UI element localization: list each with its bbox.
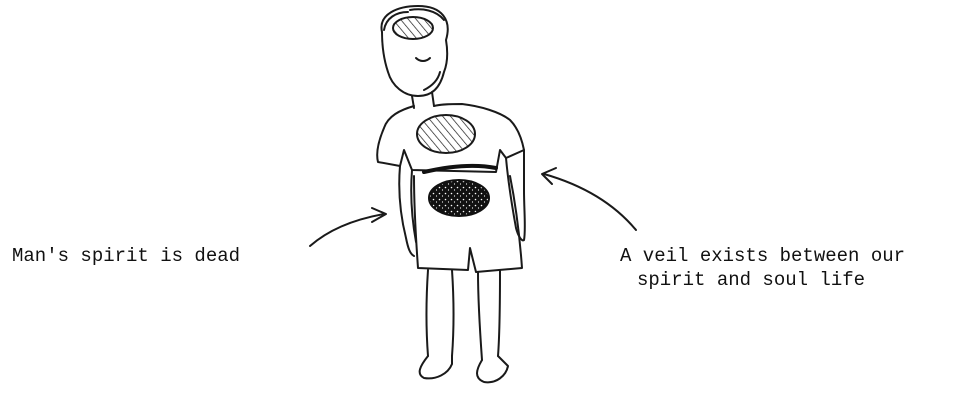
- veil-label-line2: spirit and soul life: [620, 268, 905, 292]
- veil-label-line1: A veil exists between our: [620, 244, 905, 268]
- right-arm: [506, 150, 525, 240]
- spirit-dark-oval: [429, 180, 489, 216]
- veil-label: A veil exists between our spirit and sou…: [620, 244, 905, 292]
- neck: [412, 92, 434, 108]
- man-figure: [377, 6, 525, 382]
- feet: [420, 356, 508, 382]
- chest-hatched-oval: [417, 115, 475, 153]
- closed-eye: [416, 58, 430, 61]
- arrow-icon: [310, 208, 386, 246]
- head-hatched-oval: [393, 17, 433, 39]
- arrow-icon: [542, 168, 636, 230]
- legs: [427, 270, 501, 360]
- spirit-dead-label: Man's spirit is dead: [12, 244, 240, 268]
